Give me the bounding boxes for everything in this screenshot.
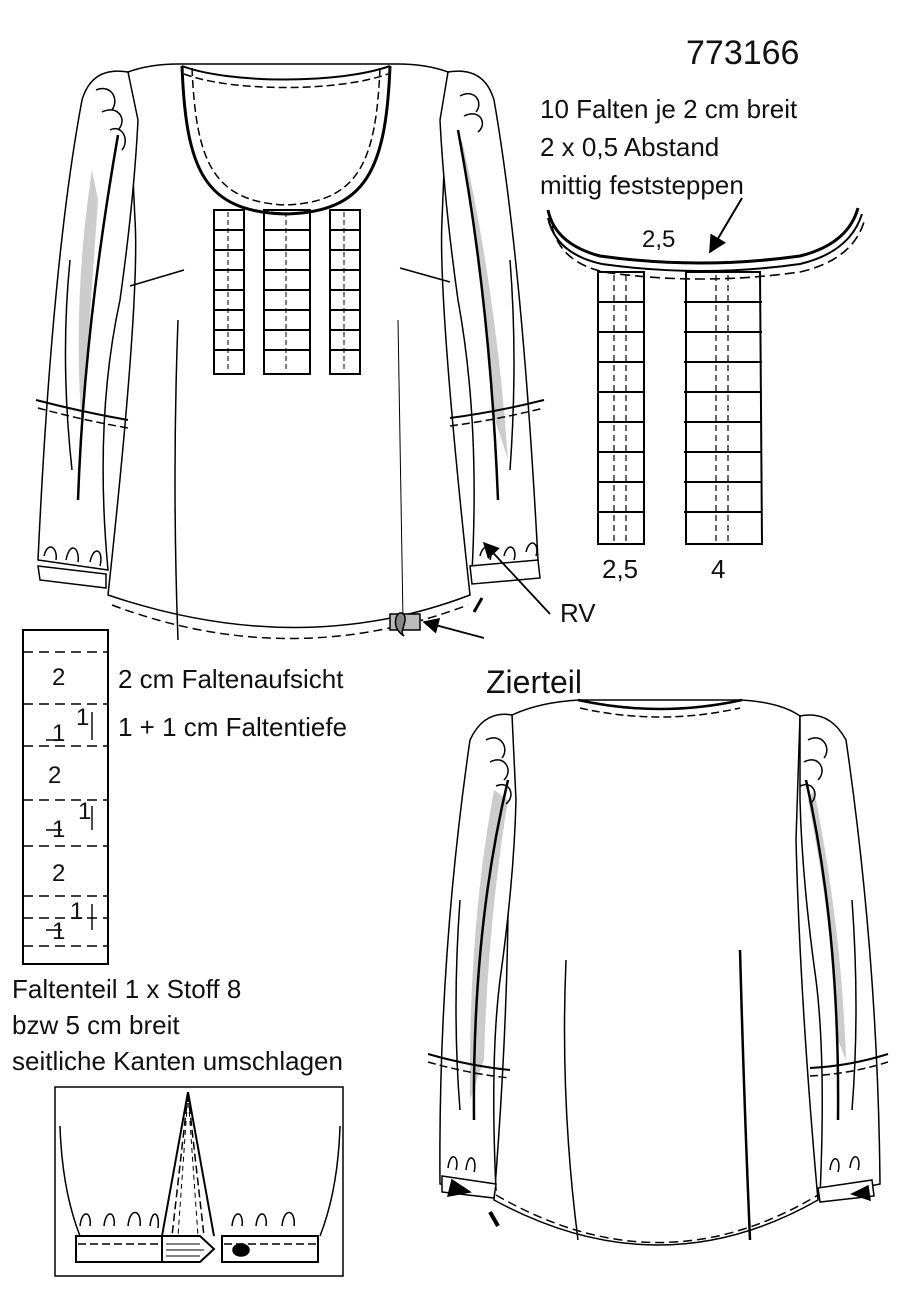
front-view-blouse xyxy=(35,63,545,641)
yoke-pleat-detail xyxy=(546,207,865,545)
back-body-outline xyxy=(493,699,819,1246)
strip-num: 1 xyxy=(52,720,66,747)
zipper-pull xyxy=(389,597,484,637)
pleat-note-1: 10 Falten je 2 cm breit xyxy=(540,94,798,124)
decor-label: Zierteil xyxy=(486,664,583,700)
cuff-placket-detail xyxy=(54,1086,344,1277)
pleat-note-3: mittig feststeppen xyxy=(540,170,744,200)
fold-strip-diagram xyxy=(22,629,109,965)
measure-top: 2,5 xyxy=(642,226,676,253)
measure-right: 4 xyxy=(711,554,726,584)
strip-num: 2 xyxy=(52,860,66,887)
article-number: 773166 xyxy=(686,34,800,72)
rv-arrow-sleeve xyxy=(482,541,551,615)
back-view-blouse xyxy=(427,698,889,1246)
pleat-depth-label: 1 + 1 cm Faltentiefe xyxy=(118,712,348,742)
rv-label: RV xyxy=(560,598,596,628)
front-dart-left xyxy=(129,269,185,287)
front-pleat-columns xyxy=(213,209,361,375)
strip-num: 2 xyxy=(48,762,62,789)
pleat-note-2: 2 x 0,5 Abstand xyxy=(540,132,720,162)
strip-num: 2 xyxy=(52,664,66,691)
piece-note-1: Faltenteil 1 x Stoff 8 xyxy=(12,974,242,1004)
front-dart-right xyxy=(399,267,451,283)
strip-num: 1 xyxy=(76,704,90,731)
piece-note-2: bzw 5 cm breit xyxy=(12,1010,180,1040)
strip-num: 1 xyxy=(78,798,92,825)
piece-note-3: seitliche Kanten umschlagen xyxy=(12,1046,343,1076)
strip-num: 1 xyxy=(52,918,66,945)
rv-arrow-hem xyxy=(422,617,485,639)
front-body-outline xyxy=(107,63,471,629)
pleat-view-label: 2 cm Faltenaufsicht xyxy=(118,664,344,694)
measure-left: 2,5 xyxy=(602,554,639,584)
strip-num: 1 xyxy=(70,898,84,925)
strip-num: 1 xyxy=(52,816,66,843)
stitch-arrow xyxy=(709,197,743,254)
